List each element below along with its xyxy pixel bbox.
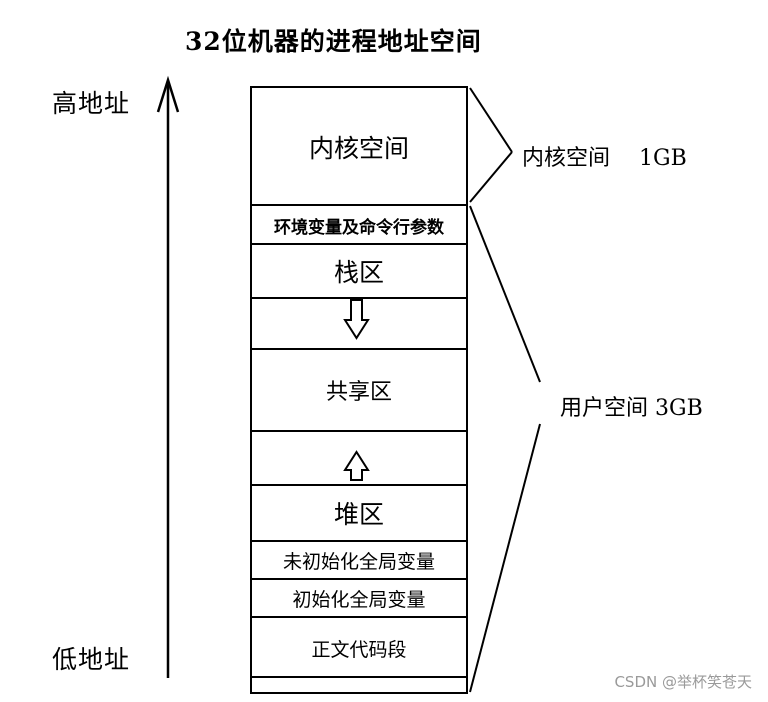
watermark: CSDN @举杯笑苍天 — [614, 673, 752, 691]
divider — [252, 430, 466, 432]
divider — [252, 540, 466, 542]
segment-text: 正文代码段 — [311, 638, 407, 661]
divider — [252, 204, 466, 206]
stack-gap — [252, 299, 466, 349]
segment-env: 环境变量及命令行参数 — [274, 217, 444, 238]
user-brace-bottom — [469, 423, 541, 693]
user-brace-top — [469, 205, 541, 383]
divider — [252, 578, 466, 580]
divider — [252, 297, 466, 299]
segment-stack: 栈区 — [333, 258, 384, 287]
divider — [252, 484, 466, 486]
kernel-brace-bottom — [469, 151, 513, 203]
address-space-stack: 内核空间 环境变量及命令行参数 栈区 共享区 堆区 未初始化全局变量 初始化全局… — [250, 86, 468, 694]
segment-bss: 未初始化全局变量 — [282, 550, 435, 573]
divider — [252, 348, 466, 350]
divider — [252, 616, 466, 618]
segment-shared: 共享区 — [325, 380, 392, 405]
user-space-size-label: 用户空间 3GB — [560, 396, 703, 421]
segment-heap: 堆区 — [333, 500, 384, 529]
address-axis-arrowhead — [156, 75, 180, 113]
heap-gap — [252, 432, 466, 484]
segment-data: 初始化全局变量 — [292, 588, 426, 611]
kernel-brace-top — [469, 87, 513, 153]
low-address-label: 低地址 — [52, 645, 131, 674]
divider — [252, 676, 466, 678]
kernel-space-size-label: 内核空间 1GB — [522, 146, 687, 171]
high-address-label: 高地址 — [52, 89, 131, 118]
diagram-title: 32位机器的进程地址空间 — [185, 27, 482, 56]
segment-kernel: 内核空间 — [308, 134, 409, 163]
divider — [252, 243, 466, 245]
